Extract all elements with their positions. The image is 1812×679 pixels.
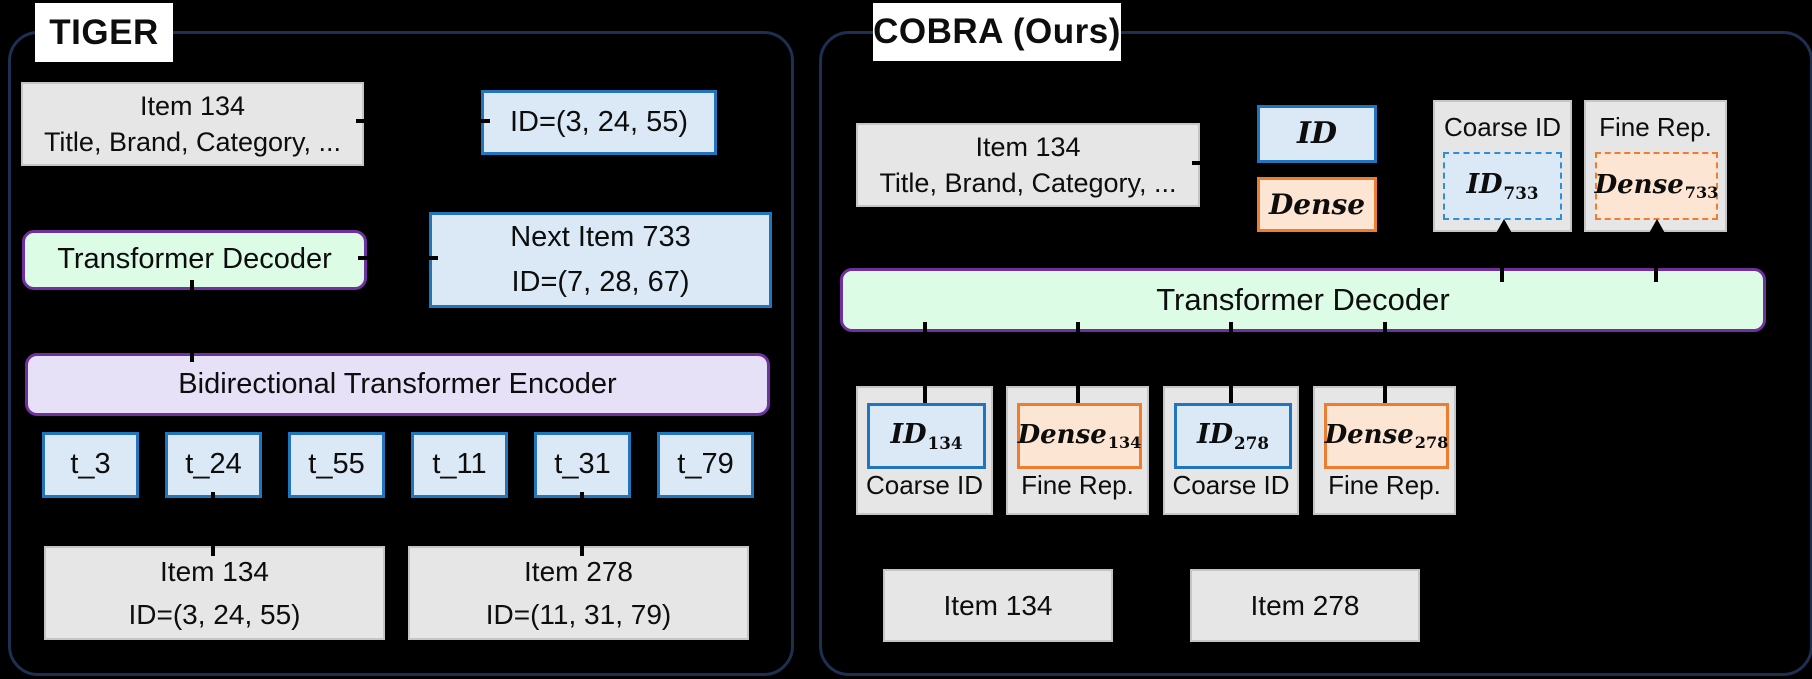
tiger-token-label: t_55	[308, 448, 365, 481]
cobra-cell-id-134-box: ID134	[867, 403, 986, 469]
cobra-cell-id-134-text: ID134	[891, 417, 963, 454]
cell-subscript: 278	[1414, 433, 1449, 453]
tiger-token-box: t_55	[288, 432, 385, 498]
cobra-title-text: COBRA (Ours)	[873, 12, 1121, 51]
connector-decoder-to-nextitem	[358, 256, 438, 260]
tiger-id-text: ID=(3, 24, 55)	[509, 105, 689, 138]
connector-item1-to-tokens	[211, 492, 215, 556]
tiger-decoder-text: Transformer Decoder	[57, 243, 332, 276]
cobra-legend-id-text: ID	[1296, 115, 1338, 151]
tiger-token-label: t_24	[185, 448, 242, 481]
cobra-item-1-text: Item 134	[943, 589, 1053, 621]
tiger-title-text: TIGER	[49, 12, 159, 52]
cobra-cell-coarse-278: ID278 Coarse ID	[1163, 386, 1299, 515]
cobra-cell-label: Fine Rep.	[1328, 469, 1441, 500]
cobra-output-fine-label: Fine Rep.	[1599, 112, 1712, 142]
connector-item2-to-tokens	[580, 492, 584, 556]
up-arrow-icon	[1495, 219, 1513, 235]
up-arrow-icon	[1648, 219, 1666, 235]
tiger-id-box: ID=(3, 24, 55)	[481, 90, 717, 155]
tiger-decoder-box: Transformer Decoder	[22, 230, 367, 290]
tiger-panel	[8, 31, 794, 676]
cell-symbol: Dense	[1324, 419, 1414, 450]
cobra-decoder-text: Transformer Decoder	[1156, 282, 1450, 318]
cobra-cell-dense-278-text: Dense278	[1325, 418, 1449, 454]
tiger-item-2-box: Item 278 ID=(11, 31, 79)	[408, 546, 749, 640]
fine-dense-symbol: Dense	[1594, 169, 1684, 200]
connector-encoder-to-decoder	[190, 280, 194, 362]
cell-symbol: ID	[1197, 419, 1234, 451]
cobra-legend-dense-box: Dense	[1257, 177, 1377, 232]
cobra-cell-label: Coarse ID	[1172, 469, 1290, 500]
tiger-next-item-line2: ID=(7, 28, 67)	[511, 266, 690, 298]
cell-symbol: ID	[890, 419, 927, 451]
coarse-id-symbol: ID	[1466, 169, 1503, 201]
cobra-cell-id-278-text: ID278	[1197, 417, 1269, 454]
connector-cell1-to-decoder	[923, 322, 927, 403]
tiger-token-label: t_79	[677, 448, 734, 481]
cobra-cell-fine-278: Dense278 Fine Rep.	[1313, 386, 1456, 515]
cobra-output-fine-dense-text: Dense733	[1595, 168, 1719, 204]
tiger-panel-title: TIGER	[35, 3, 173, 62]
cobra-output-fine-container: Fine Rep. Dense733	[1584, 100, 1727, 235]
cobra-cell-label: Fine Rep.	[1021, 469, 1134, 500]
fine-dense-subscript: 733	[1684, 183, 1719, 203]
cobra-legend-dense-text: Dense	[1268, 187, 1366, 221]
tiger-token-box: t_31	[534, 432, 631, 498]
tiger-token-label: t_3	[70, 448, 111, 481]
cobra-output-coarse-id-box: ID733	[1443, 152, 1562, 220]
tiger-token-box: t_24	[165, 432, 262, 498]
connector-cell4-to-decoder	[1383, 322, 1387, 403]
cobra-decoder-bar: Transformer Decoder	[840, 268, 1766, 332]
connector-decoder-to-fine733	[1654, 240, 1658, 282]
connector-cell2-to-decoder	[1076, 322, 1080, 403]
coarse-id-subscript: 733	[1503, 183, 1539, 204]
cobra-cell-dense-134-text: Dense134	[1018, 418, 1142, 454]
tiger-item-1-line1: Item 134	[160, 555, 269, 587]
connector-decoder-to-coarse733	[1500, 240, 1504, 282]
tiger-token-box: t_11	[411, 432, 508, 498]
tiger-item-2-line1: Item 278	[524, 555, 633, 587]
connector-item-to-id	[356, 119, 490, 123]
cobra-item-info-box: Item 134 Title, Brand, Category, ...	[856, 123, 1200, 207]
tiger-encoder-text: Bidirectional Transformer Encoder	[178, 367, 617, 400]
tiger-token-label: t_31	[554, 448, 611, 481]
tiger-next-item-box: Next Item 733 ID=(7, 28, 67)	[429, 212, 772, 308]
tiger-token-box: t_79	[657, 432, 754, 498]
cobra-cell-dense-278-box: Dense278	[1324, 403, 1449, 469]
cobra-legend-id-box: ID	[1257, 105, 1377, 163]
tiger-next-item-line1: Next Item 733	[510, 221, 691, 254]
tiger-token-label: t_11	[432, 448, 487, 481]
cell-symbol: Dense	[1017, 419, 1107, 450]
tiger-encoder-bar: Bidirectional Transformer Encoder	[25, 353, 770, 416]
cobra-cell-id-278-box: ID278	[1174, 403, 1292, 469]
cobra-item-1-box: Item 134	[883, 569, 1113, 642]
cobra-item-info-line2: Title, Brand, Category, ...	[879, 168, 1177, 198]
cobra-output-coarse-label: Coarse ID	[1443, 112, 1562, 142]
cobra-output-fine-dense-box: Dense733	[1595, 152, 1718, 220]
cobra-panel-title: COBRA (Ours)	[873, 3, 1121, 61]
cobra-cell-coarse-134: ID134 Coarse ID	[856, 386, 993, 515]
cobra-item-info-line1: Item 134	[975, 131, 1081, 162]
tiger-item-2-line2: ID=(11, 31, 79)	[485, 599, 672, 630]
cobra-cell-label: Coarse ID	[865, 469, 984, 500]
tiger-item-info-box: Item 134 Title, Brand, Category, ...	[21, 82, 364, 166]
tiger-item-1-line2: ID=(3, 24, 55)	[128, 599, 301, 630]
cobra-panel	[819, 31, 1812, 676]
cell-subscript: 134	[927, 433, 963, 454]
cobra-output-coarse-container: Coarse ID ID733	[1433, 100, 1572, 235]
connector-cobra-item-info	[1192, 161, 1218, 165]
tiger-item-info-line2: Title, Brand, Category, ...	[43, 127, 342, 157]
cobra-cell-dense-134-box: Dense134	[1017, 403, 1142, 469]
cobra-item-2-text: Item 278	[1250, 589, 1360, 621]
tiger-item-1-box: Item 134 ID=(3, 24, 55)	[44, 546, 385, 640]
tiger-token-box: t_3	[42, 432, 139, 498]
tiger-item-info-line1: Item 134	[139, 90, 246, 121]
cobra-cell-fine-134: Dense134 Fine Rep.	[1006, 386, 1149, 515]
cell-subscript: 134	[1107, 433, 1142, 453]
connector-cell3-to-decoder	[1229, 322, 1233, 403]
cobra-output-coarse-id-text: ID733	[1467, 167, 1539, 204]
cell-subscript: 278	[1234, 433, 1269, 454]
cobra-item-2-box: Item 278	[1190, 569, 1420, 642]
